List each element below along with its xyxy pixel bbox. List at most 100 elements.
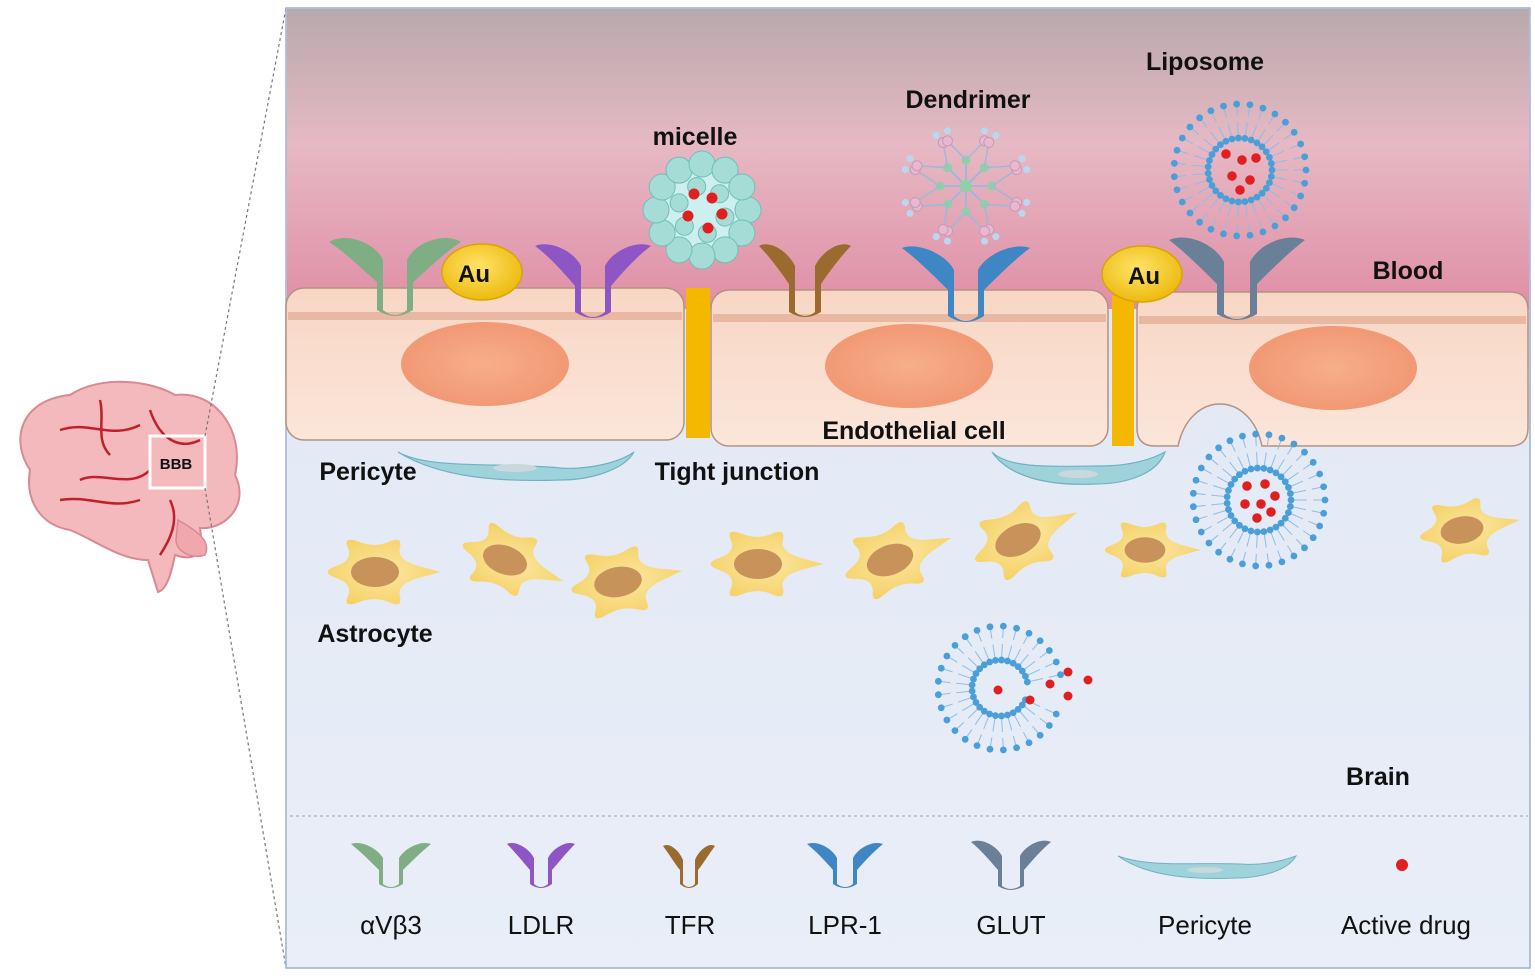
lipid-head [1247,196,1255,204]
lipid-head [1025,739,1033,747]
lipid-head [1014,663,1022,671]
receptor-ldlr [535,244,651,318]
lipid-tail [962,664,975,673]
lipid-tail [1271,182,1285,190]
dendrimer-terminal [941,135,953,147]
lipid-head [970,693,977,701]
legend: αVβ3 LDLR TFR LPR-1 GLUT Pericyte Active… [351,840,1471,940]
lipid-head [1220,230,1227,238]
lipid-tail [1276,208,1285,217]
lipid-head [1227,512,1235,519]
liposome-blood [1170,100,1310,240]
lipid-head [1228,197,1236,205]
lipid-head [1277,473,1285,481]
lipid-tail [1202,525,1213,532]
active-drug [1235,185,1245,195]
lipid-tail [1203,138,1215,149]
receptor-avb3 [329,238,461,316]
brain-shape [19,380,241,594]
lipid-head [1228,135,1236,143]
pericyte-2 [991,450,1167,485]
lipid-tail [1295,538,1304,547]
lipid-head [999,622,1007,630]
lipid-tail [1244,122,1248,137]
lipid-tail [977,632,982,642]
lipid-tail [1237,122,1239,137]
lipid-head [1045,647,1053,654]
nucleus-3 [1249,326,1417,410]
lipid-head [1013,744,1020,752]
dendrimer-terminal [909,196,921,208]
lipid-head [1204,169,1212,177]
active-drug [1260,479,1270,489]
lipid-tail [1194,155,1208,161]
lipid-tail [1045,708,1055,714]
lipid-head [1287,496,1295,504]
lipid-tail [1216,476,1230,484]
tight-junction-2 [1112,296,1134,446]
lipid-tail [1222,521,1234,532]
active-drug [1045,679,1055,689]
lipid-head [986,623,994,631]
active-drug [1227,171,1237,181]
lipid-tail [1266,436,1270,447]
lipid-tail [1303,530,1312,537]
liposome-open [934,622,1064,754]
nucleus-1 [401,322,569,406]
lipid-head [1272,469,1280,477]
lipid-tail [1002,737,1004,748]
lipid-tail [992,717,996,732]
lipid-head [961,633,969,641]
lipid-tail [958,697,972,703]
lipid-head [1290,552,1298,560]
lipid-head [1301,153,1309,161]
lipid-head [1259,228,1267,236]
lipid-head [1197,528,1205,536]
lipid-tail [1203,191,1215,202]
lipid-tail [1289,144,1300,150]
lipid-tail [1230,442,1236,452]
lipid-head [1246,101,1254,109]
legend-glut-icon [971,840,1051,890]
active-drug [682,210,694,222]
lipid-head [1233,100,1241,108]
lipid-head [1253,528,1261,536]
lipid-head [998,656,1005,664]
lipid-head [972,699,980,706]
dendrimer-terminal [906,155,914,163]
dendrimer-terminal [943,127,951,135]
lipid-tail [1287,445,1294,455]
lipid-tail [1210,534,1219,543]
dendrimer-terminal [911,160,923,172]
lipid-tail [1277,550,1282,561]
lipid-tail [1263,134,1274,146]
lipid-head [970,675,977,683]
lipid-head [1227,481,1235,488]
lipid-head [972,670,980,677]
au-particle-1 [441,243,523,301]
lipid-tail [1219,449,1227,458]
liposome-brain [1189,430,1329,570]
active-drug [706,192,718,204]
lipid-tail [1256,533,1258,548]
lipid-tail [1286,519,1299,528]
lipid-head [1215,444,1223,452]
dendrimer-terminal [1009,160,1021,172]
lipid-tail [1258,109,1263,120]
dendrimer-label: Dendrimer [905,86,1030,114]
tight-junction-1 [686,288,710,438]
lipid-tail [1007,716,1013,731]
lipid-head [992,712,999,720]
au-particle-2 [1101,245,1183,303]
lipid-head [1186,123,1194,131]
lipid-head [973,627,981,634]
lipid-tail [940,681,951,684]
lipid-head [951,727,959,735]
lipid-head [1231,517,1239,525]
lipid-tail [962,703,975,712]
lipid-head [1252,562,1260,570]
active-drug [1063,667,1073,677]
dendrimer-terminal [937,224,949,236]
lipid-head [1278,434,1286,442]
